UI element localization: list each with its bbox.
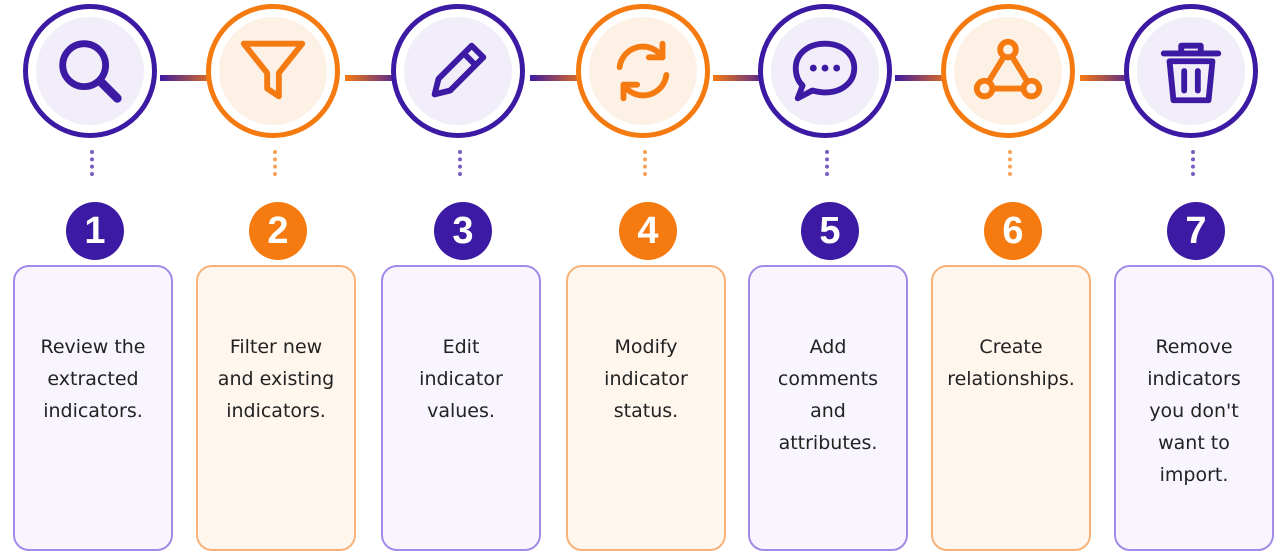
step-6-card: Create relationships. [931, 265, 1091, 551]
chat-bubble-icon [792, 40, 858, 102]
step-7-number: 7 [1167, 202, 1225, 260]
step-3-text: Edit indicator values. [419, 336, 503, 422]
step-5-card: Add comments and attributes. [748, 265, 908, 551]
step-3-ring [391, 4, 525, 138]
relationship-icon [973, 38, 1043, 100]
step-2-ring [206, 4, 340, 138]
connector-line [1080, 75, 1138, 81]
step-6-number: 6 [984, 202, 1042, 260]
step-1: 1 Review the extracted indicators. [3, 0, 183, 558]
funnel-icon [240, 40, 306, 100]
step-2: 2 Filter new and existing indicators. [186, 0, 366, 558]
connector-line [160, 75, 218, 81]
magnifier-icon [59, 40, 122, 103]
step-1-number: 1 [66, 202, 124, 260]
step-5: 5 Add comments and attributes. [738, 0, 918, 558]
trash-icon [1160, 42, 1222, 104]
step-2-text: Filter new and existing indicators. [217, 336, 335, 422]
connector-line [895, 75, 953, 81]
step-5-text: Add comments and attributes. [777, 336, 879, 454]
step-3-number: 3 [434, 202, 492, 260]
step-6-ring [941, 4, 1075, 138]
step-7: 7 Remove indicators you don't want to im… [1104, 0, 1282, 558]
step-6-text: Create relationships. [947, 336, 1075, 390]
step-6: 6 Create relationships. [921, 0, 1101, 558]
step-7-ring [1124, 4, 1258, 138]
step-5-number: 5 [801, 202, 859, 260]
step-4-text: Modify indicator status. [604, 336, 688, 422]
connector-line [530, 75, 588, 81]
step-4-card: Modify indicator status. [566, 265, 726, 551]
step-4-number: 4 [619, 202, 677, 260]
step-4: 4 Modify indicator status. [556, 0, 736, 558]
step-7-card: Remove indicators you don't want to impo… [1114, 265, 1274, 551]
pencil-icon [431, 42, 487, 98]
step-1-card: Review the extracted indicators. [13, 265, 173, 551]
connector-line [713, 75, 771, 81]
step-3-card: Edit indicator values. [381, 265, 541, 551]
step-1-text: Review the extracted indicators. [40, 336, 146, 422]
step-2-number: 2 [249, 202, 307, 260]
refresh-icon [616, 40, 670, 102]
connector-line [345, 75, 403, 81]
step-4-ring [576, 4, 710, 138]
step-5-ring [758, 4, 892, 138]
step-3: 3 Edit indicator values. [371, 0, 551, 558]
step-1-ring [23, 4, 157, 138]
step-2-card: Filter new and existing indicators. [196, 265, 356, 551]
step-7-text: Remove indicators you don't want to impo… [1147, 336, 1241, 486]
